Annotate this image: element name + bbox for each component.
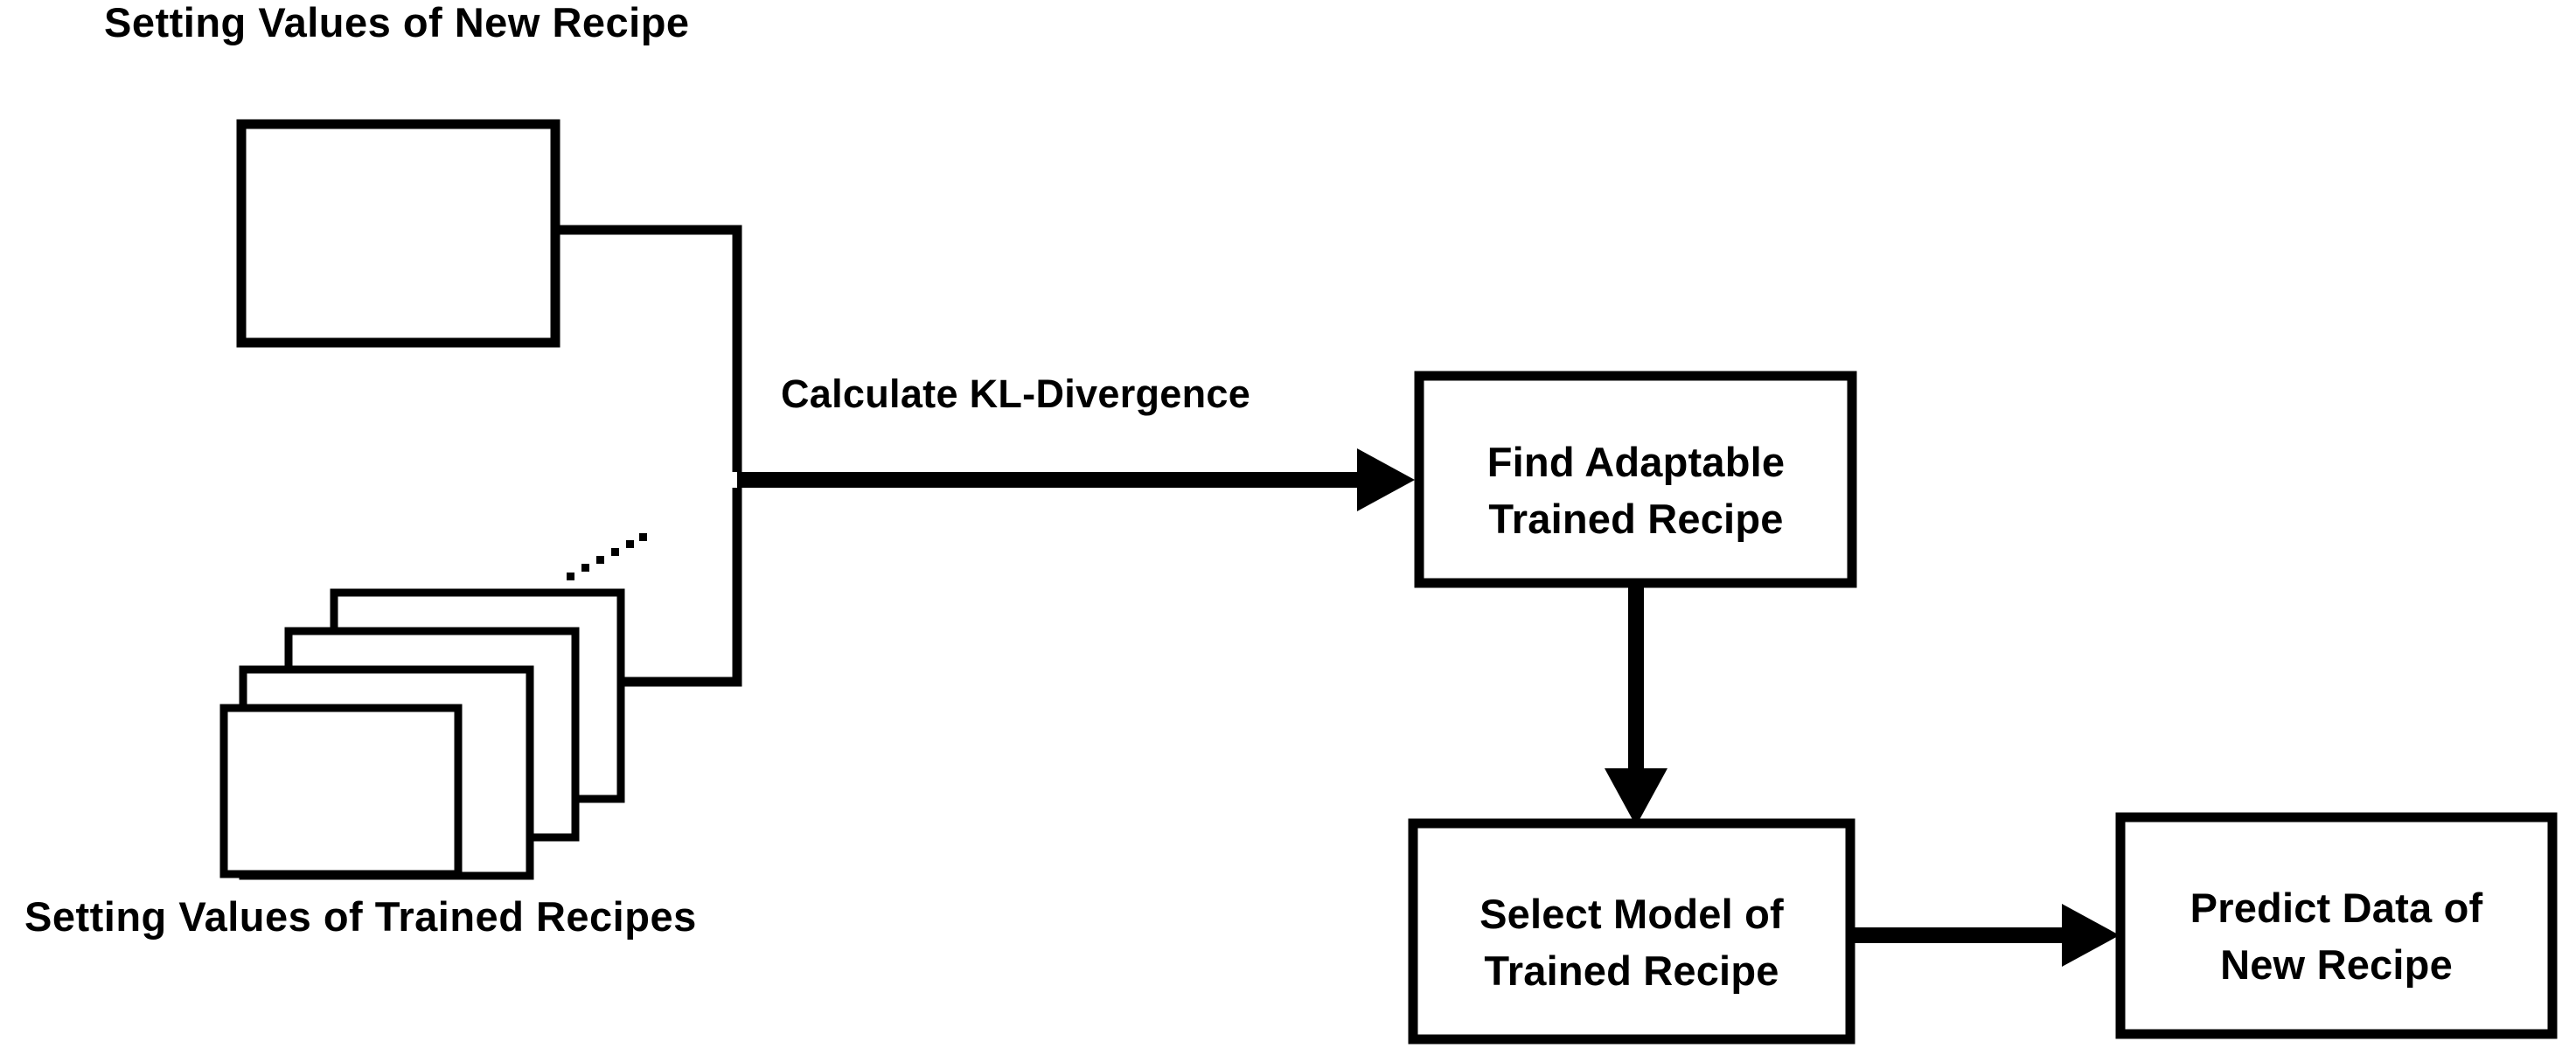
edge-label-calculate-kl-divergence: Calculate KL-Divergence (781, 371, 1250, 416)
node-find-adaptable-trained-recipe[interactable] (1414, 371, 1857, 588)
node-label-select-model-line1: Select Model of (1479, 891, 1784, 937)
arrow-head-select-to-predict (2062, 904, 2120, 967)
node-label-find-adaptable-line1: Find Adaptable (1487, 439, 1786, 485)
node-label-find-adaptable-line2: Trained Recipe (1488, 496, 1783, 542)
arrow-head-find-to-select (1605, 768, 1667, 826)
connector-new-recipe-to-bus (555, 225, 742, 472)
trained-recipe-box-1[interactable] (219, 704, 463, 878)
new-recipe-box[interactable] (236, 119, 560, 348)
node-label-predict-data-line1: Predict Data of (2190, 885, 2483, 931)
caption-setting-values-trained-recipes: Setting Values of Trained Recipes (24, 893, 697, 940)
ellipsis-dots-icon (567, 533, 647, 580)
node-label-predict-data-line2: New Recipe (2220, 941, 2453, 988)
caption-setting-values-new-recipe: Setting Values of New Recipe (104, 0, 690, 45)
arrow-head-kl-divergence (1357, 448, 1415, 511)
connector-trained-recipes-to-bus (618, 488, 742, 687)
node-label-select-model-line2: Trained Recipe (1484, 947, 1779, 994)
node-predict-data-of-new-recipe[interactable] (2115, 812, 2558, 1039)
